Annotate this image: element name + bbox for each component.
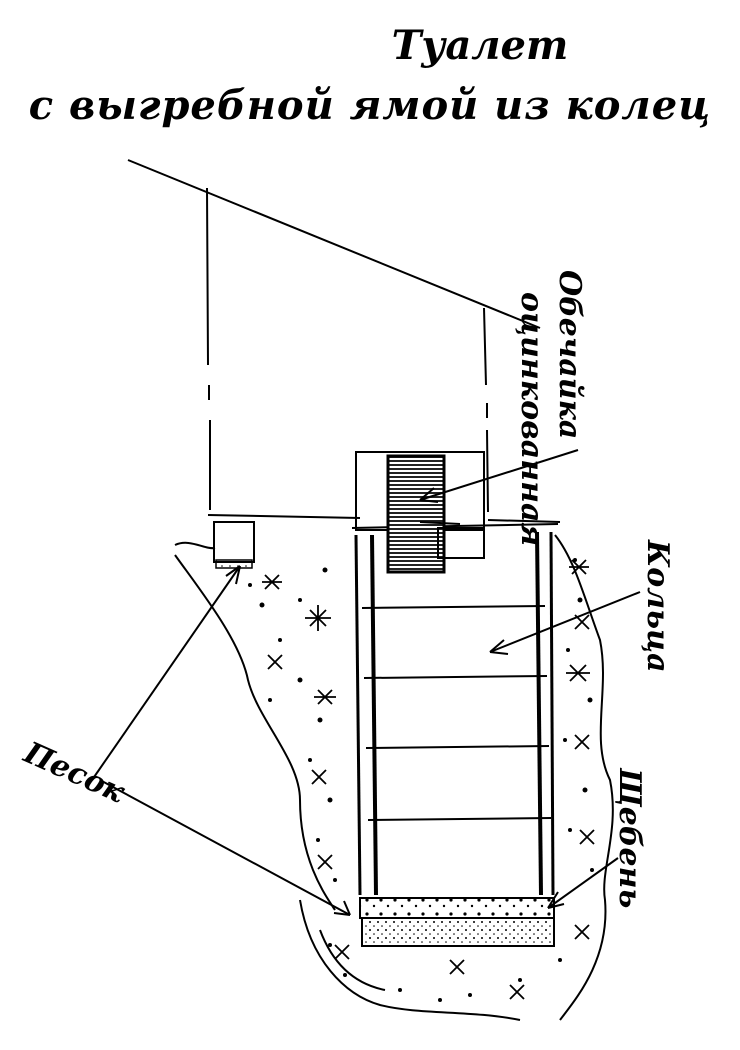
gravel-layer (359, 897, 555, 919)
rings-shaft (351, 523, 559, 896)
leader-casing (419, 449, 579, 501)
leader-gravel (547, 857, 619, 909)
ground-bottom-left (299, 899, 521, 1021)
outhouse-right-wall (483, 307, 489, 513)
leader-gravel-arrow (547, 891, 565, 909)
outhouse-roof (127, 159, 541, 329)
shaft-left-wall-inner (370, 534, 378, 896)
leader-sand-2 (99, 779, 351, 916)
title-line-2: с выгребной ямой из колец (28, 82, 712, 129)
sand-layer (361, 917, 555, 947)
shaft-right-wall-outer (549, 531, 555, 896)
label-gravel: Щебень (612, 767, 647, 908)
leader-rings (489, 591, 641, 653)
leader-casing-2 (419, 521, 461, 525)
outhouse (127, 159, 561, 523)
ring-joint-1 (361, 605, 546, 609)
leader-rings-arrow (489, 639, 509, 655)
shaft-right-wall-inner (535, 531, 543, 896)
foundation-block (213, 521, 255, 569)
ground-bottom-inner (319, 929, 386, 991)
title-line-1: Туалет (391, 22, 569, 69)
label-casing-line1: Обечайка (552, 270, 587, 439)
casing (355, 451, 485, 574)
base-layers (359, 897, 555, 947)
label-casing-line2: оцинкованная (514, 292, 549, 546)
shaft-left-wall-outer (354, 534, 362, 896)
outhouse-left-wall (206, 187, 211, 510)
leaders (91, 449, 641, 916)
leader-sand-2-arrow (333, 900, 351, 916)
label-sand: Песок (18, 735, 131, 811)
outhouse-floor (207, 514, 561, 523)
gravel-hatches (262, 559, 595, 1000)
ground-left-edge (174, 541, 336, 911)
leader-casing-arrow (419, 487, 439, 503)
leader-sand-1-arrow (225, 565, 241, 585)
ring-joint-4 (367, 817, 552, 821)
casing-lid (437, 527, 485, 559)
ring-joint-3 (365, 745, 550, 749)
shaft-top (351, 523, 559, 529)
casing-pipe (386, 454, 446, 574)
ground-right-edge (554, 534, 614, 1021)
label-rings: Кольца (640, 539, 675, 673)
leader-sand-1 (91, 565, 241, 781)
ring-joint-2 (363, 675, 548, 679)
